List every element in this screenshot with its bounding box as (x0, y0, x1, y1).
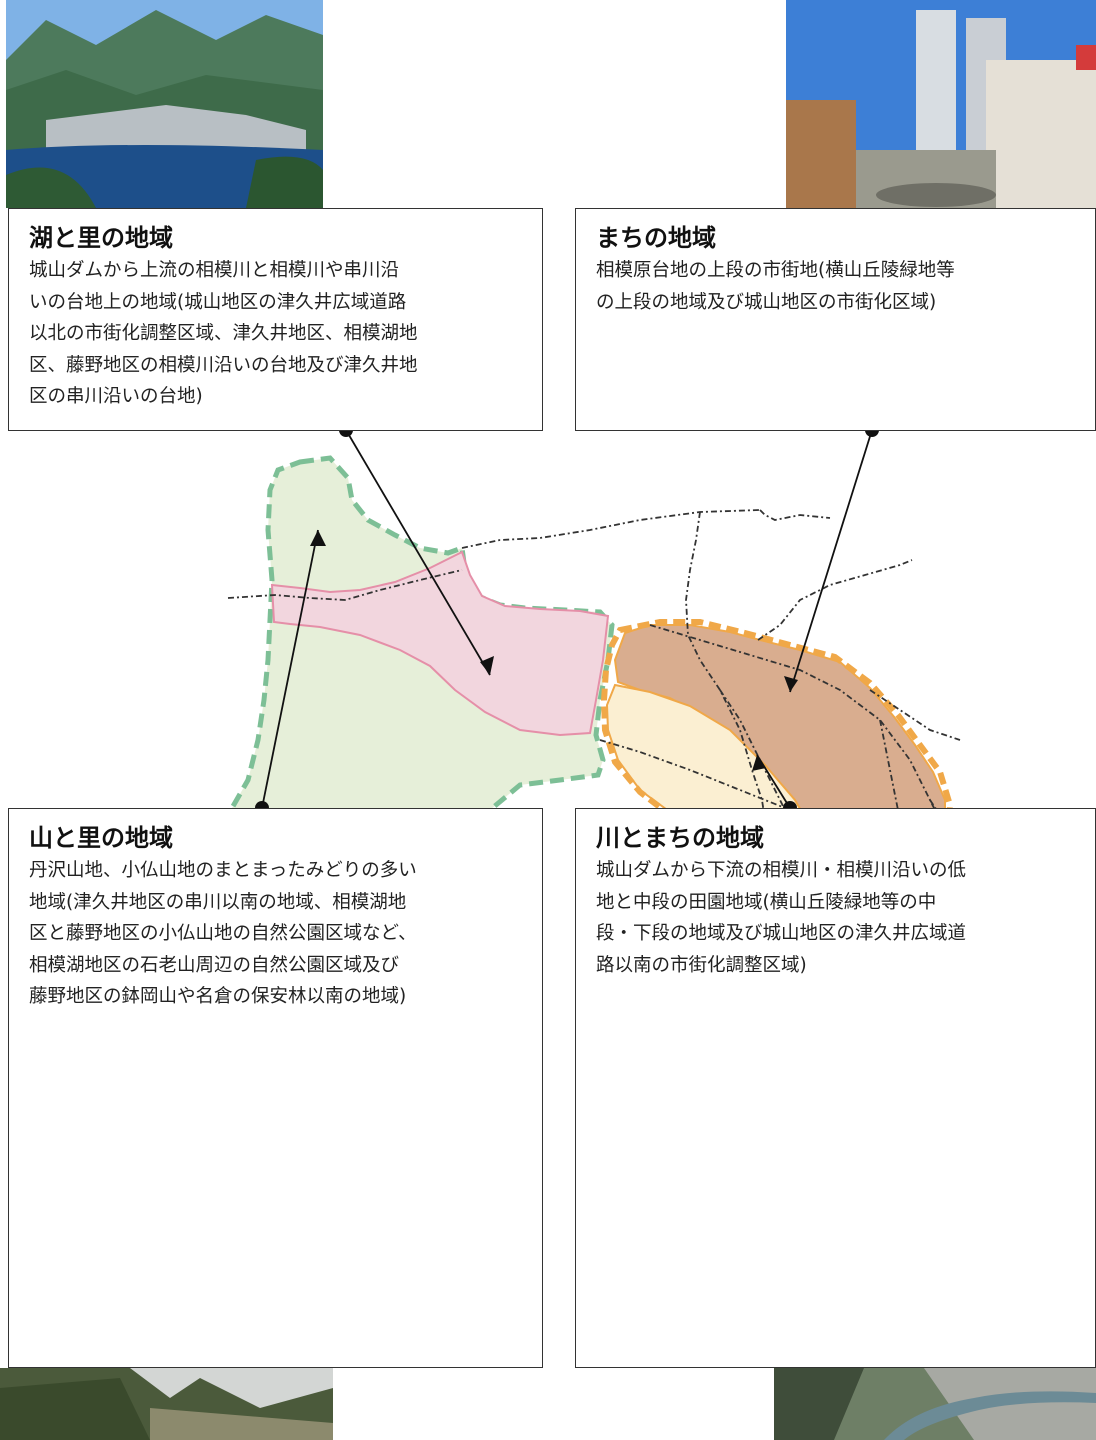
mountain-region-title: 山と里の地域 (29, 824, 173, 852)
city-region-desc: 相模原台地の上段の市街地(横山丘陵緑地等 の上段の地域及び城山地区の市街化区域) (596, 260, 955, 313)
river-region-desc: 城山ダムから下流の相模川・相模川沿いの低 地と中段の田園地域(横山丘陵緑地等の中… (596, 860, 967, 976)
city-region-box: まちの地域 相模原台地の上段の市街地(横山丘陵緑地等 の上段の地域及び城山地区の… (575, 208, 1096, 431)
lake-region (270, 550, 610, 737)
river-pointer (756, 754, 791, 809)
river-region-title: 川とまちの地域 (596, 824, 764, 852)
lake-photo (6, 0, 323, 208)
lake-region-box: 湖と里の地域 城山ダムから上流の相模川と相模川や串川沿 いの台地上の地域(城山地… (8, 208, 543, 431)
mountain-village-photo (0, 1368, 333, 1440)
arrowhead (310, 530, 326, 546)
arrowhead (480, 656, 494, 675)
mountain-region-box: 山と里の地域 丹沢山地、小仏山地のまとまったみどりの多い 地域(津久井地区の串川… (8, 808, 543, 1368)
city-photo (786, 0, 1096, 210)
mountain-region-desc: 丹沢山地、小仏山地のまとまったみどりの多い 地域(津久井地区の串川以南の地域、相… (29, 860, 417, 1007)
arrowhead (752, 755, 766, 771)
city-region-title: まちの地域 (596, 224, 716, 252)
lake-pointer (345, 429, 491, 676)
lake-region-desc: 城山ダムから上流の相模川と相模川や串川沿 いの台地上の地域(城山地区の津久井広域… (29, 260, 418, 407)
arrowhead (784, 676, 798, 692)
city-pointer (789, 429, 873, 693)
lake-region-title: 湖と里の地域 (29, 224, 173, 252)
river-aerial-photo (774, 1368, 1096, 1440)
mountain-pointer-a (261, 529, 319, 809)
river-region-box: 川とまちの地域 城山ダムから下流の相模川・相模川沿いの低 地と中段の田園地域(横… (575, 808, 1096, 1368)
